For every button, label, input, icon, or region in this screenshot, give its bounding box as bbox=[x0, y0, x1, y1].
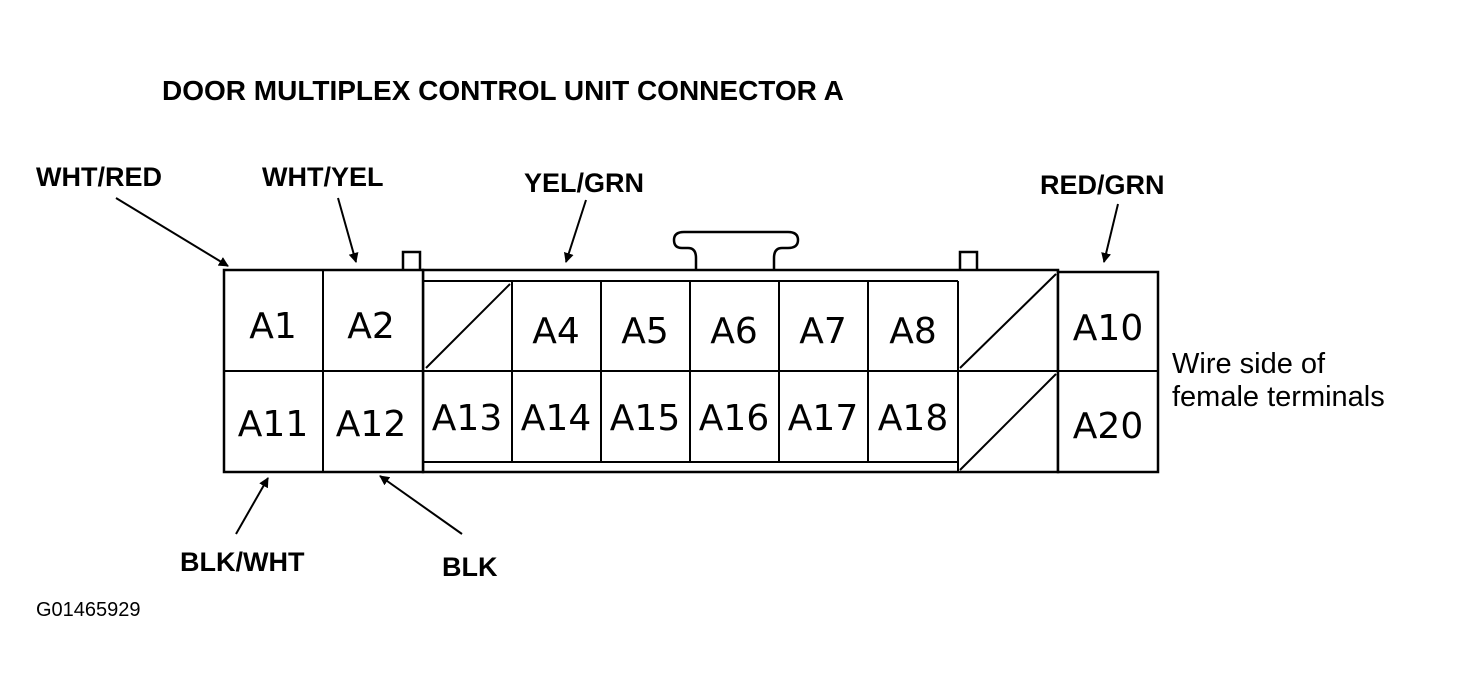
wire-label-blk-wht: BLK/WHT bbox=[180, 547, 305, 577]
terminal-label: A8 bbox=[889, 311, 937, 352]
terminal-label: A5 bbox=[621, 311, 669, 352]
wire-label-wht-red: WHT/RED bbox=[36, 162, 162, 192]
terminal-label: A20 bbox=[1073, 406, 1143, 447]
terminal-label: A16 bbox=[699, 398, 769, 439]
side-note-line1: Wire side of bbox=[1172, 348, 1326, 380]
locking-nub-right bbox=[958, 250, 979, 273]
arrow-wht-red bbox=[115, 197, 229, 267]
arrow-wht-yel bbox=[337, 197, 359, 263]
side-note-line2: female terminals bbox=[1172, 381, 1385, 413]
wire-label-wht-yel: WHT/YEL bbox=[262, 162, 384, 192]
terminal-label: A14 bbox=[521, 398, 591, 439]
terminal-label: A6 bbox=[710, 311, 758, 352]
connector-latch bbox=[672, 230, 800, 270]
terminal-label: A17 bbox=[788, 398, 858, 439]
terminal-label: A7 bbox=[799, 311, 847, 352]
blank-terminal-a19 bbox=[959, 373, 1057, 471]
wire-label-blk: BLK bbox=[442, 552, 498, 582]
wire-label-red-grn: RED/GRN bbox=[1040, 170, 1165, 200]
wire-label-yel-grn: YEL/GRN bbox=[524, 168, 644, 198]
blank-terminal-a3 bbox=[425, 283, 511, 369]
terminal-label: A13 bbox=[432, 398, 502, 439]
terminal-label: A1 bbox=[249, 306, 297, 347]
terminal-label: A12 bbox=[336, 404, 406, 445]
blank-terminal-a9 bbox=[959, 273, 1057, 369]
terminal-label: A15 bbox=[610, 398, 680, 439]
figure-id: G01465929 bbox=[36, 599, 141, 621]
terminal-label: A18 bbox=[878, 398, 948, 439]
terminal-label: A2 bbox=[347, 306, 395, 347]
terminal-label: A10 bbox=[1073, 308, 1143, 349]
arrow-red-grn bbox=[1101, 203, 1119, 263]
terminal-label: A11 bbox=[238, 404, 308, 445]
diagram-title: DOOR MULTIPLEX CONTROL UNIT CONNECTOR A bbox=[162, 75, 844, 106]
terminal-label: A4 bbox=[532, 311, 580, 352]
arrow-blk bbox=[379, 475, 463, 535]
arrow-yel-grn bbox=[564, 199, 587, 263]
locking-nub-left bbox=[401, 250, 422, 273]
arrow-blk-wht bbox=[235, 477, 269, 535]
